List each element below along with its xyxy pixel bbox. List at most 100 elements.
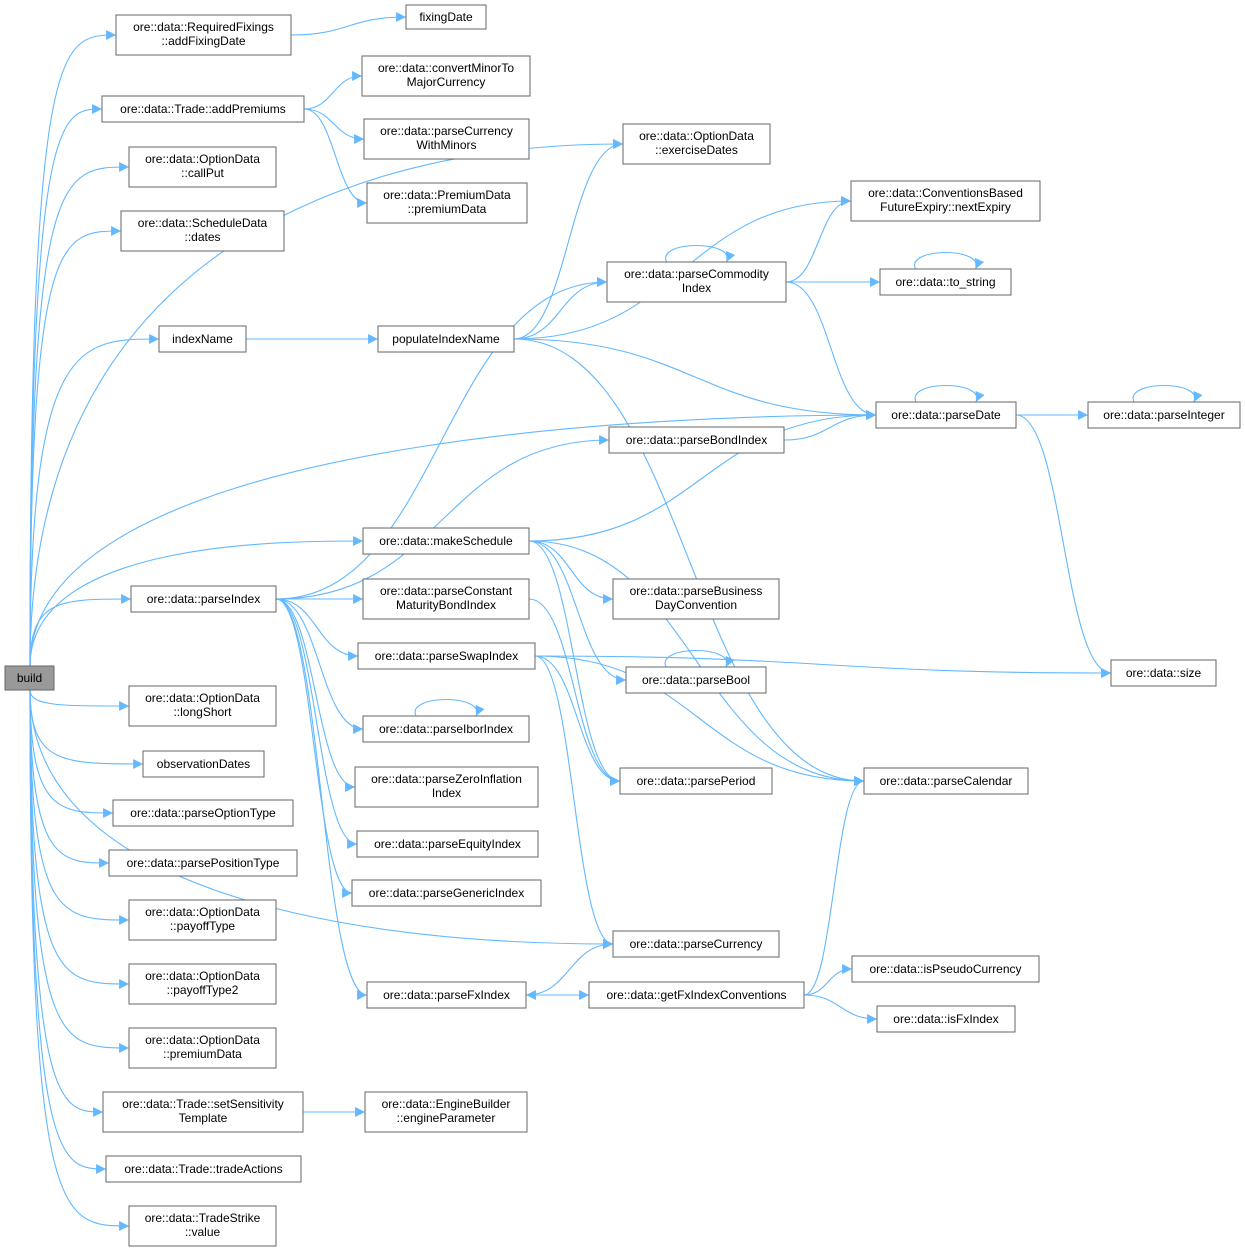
node-observation-dates[interactable]: observationDates: [142, 750, 265, 778]
node-label: Index: [682, 281, 711, 295]
node-parse-ibor-index[interactable]: ore::data::parseIborIndex: [362, 715, 530, 743]
edge-populate-index-name-to-parse-commodity-index: [513, 277, 608, 340]
edge-parse-cmbond-index-to-parse-period: [528, 598, 621, 786]
node-parse-period[interactable]: ore::data::parsePeriod: [619, 767, 773, 795]
node-parse-generic-index[interactable]: ore::data::parseGenericIndex: [351, 879, 542, 907]
node-next-expiry[interactable]: ore::data::ConventionsBasedFutureExpiry:…: [850, 180, 1041, 222]
node-parse-equity-index[interactable]: ore::data::parseEquityIndex: [356, 830, 539, 858]
node-label: ore::data::isPseudoCurrency: [869, 962, 1021, 976]
node-label: ::premiumData: [408, 202, 487, 216]
node-box: [875, 401, 1017, 429]
node-parse-date[interactable]: ore::data::parseDate: [875, 401, 1017, 429]
node-populate-index-name[interactable]: populateIndexName: [377, 325, 515, 353]
node-label: ore::data::parseOptionType: [130, 806, 276, 820]
node-parse-currency[interactable]: ore::data::parseCurrency: [612, 930, 780, 958]
node-label: ore::data::parseDate: [891, 408, 1001, 422]
edge-add-fixing-date-to-fixing-date: [290, 12, 407, 36]
node-is-pseudo-currency[interactable]: ore::data::isPseudoCurrency: [851, 955, 1040, 983]
node-premium-data-pd[interactable]: ore::data::PremiumData::premiumData: [366, 182, 528, 224]
node-box: [128, 963, 277, 1005]
node-parse-calendar[interactable]: ore::data::parseCalendar: [863, 767, 1029, 795]
node-long-short[interactable]: ore::data::OptionData::longShort: [128, 685, 277, 727]
edge-make-schedule-to-parse-date: [528, 410, 877, 542]
node-get-fx-index-conventions[interactable]: ore::data::getFxIndexConventions: [588, 981, 805, 1009]
node-box: [588, 981, 805, 1009]
node-make-schedule[interactable]: ore::data::makeSchedule: [362, 527, 530, 555]
node-parse-index[interactable]: ore::data::parseIndex: [130, 585, 277, 613]
edge-parse-commodity-index-to-parse-commodity-index: [665, 244, 736, 263]
edge-build-to-parse-index: [29, 594, 132, 667]
node-parse-bond-index[interactable]: ore::data::parseBondIndex: [608, 426, 785, 454]
node-label: ::callPut: [181, 166, 224, 180]
node-label: ore::data::parseCommodity: [624, 267, 769, 281]
nodes-layer: build ore::data::RequiredFixings::addFixi…: [4, 4, 1241, 1247]
node-box: [112, 799, 294, 827]
node-build[interactable]: build: [4, 665, 55, 691]
edges-layer: [29, 12, 1203, 1231]
node-parse-integer[interactable]: ore::data::parseInteger: [1087, 401, 1241, 429]
node-add-premiums[interactable]: ore::data::Trade::addPremiums: [101, 95, 305, 123]
edge-build-to-make-schedule: [29, 536, 364, 667]
node-exercise-dates[interactable]: ore::data::OptionData::exerciseDates: [622, 123, 771, 165]
node-label: ore::data::parseBondIndex: [626, 433, 767, 447]
node-trade-actions[interactable]: ore::data::Trade::tradeActions: [105, 1155, 302, 1183]
edge-parse-index-to-parse-generic-index: [275, 598, 353, 898]
node-label: ore::data::Trade::setSensitivity: [122, 1097, 284, 1111]
edge-get-fx-index-conventions-to-is-fx-index: [803, 994, 878, 1024]
node-trade-strike-value[interactable]: ore::data::TradeStrike::value: [128, 1205, 277, 1247]
node-payoff-type[interactable]: ore::data::OptionData::payoffType: [128, 899, 277, 941]
node-box: [405, 4, 487, 30]
edge-parse-date-to-size: [1015, 414, 1112, 678]
edge-build-to-add-premiums: [29, 104, 103, 667]
node-label: FutureExpiry::nextExpiry: [880, 200, 1011, 214]
node-box: [356, 830, 539, 858]
edge-parse-index-to-parse-zero-inflation: [275, 598, 356, 792]
node-box: [108, 849, 298, 877]
node-box: [619, 767, 773, 795]
node-label: ore::data::parseSwapIndex: [375, 649, 518, 663]
edge-make-schedule-to-parse-period: [528, 540, 621, 786]
node-premium-data-od[interactable]: ore::data::OptionData::premiumData: [128, 1027, 277, 1069]
node-index-name[interactable]: indexName: [158, 325, 247, 353]
node-box: [612, 578, 780, 620]
node-box: [366, 981, 527, 1009]
node-label: observationDates: [157, 757, 250, 771]
node-parse-option-type[interactable]: ore::data::parseOptionType: [112, 799, 294, 827]
node-parse-position-type[interactable]: ore::data::parsePositionType: [108, 849, 298, 877]
node-box: [351, 879, 542, 907]
node-fixing-date[interactable]: fixingDate: [405, 4, 487, 30]
edge-build-to-payoff-type: [29, 689, 130, 925]
node-add-fixing-date[interactable]: ore::data::RequiredFixings::addFixingDat…: [115, 14, 292, 56]
node-call-put[interactable]: ore::data::OptionData::callPut: [128, 146, 277, 188]
edge-build-to-schedule-dates: [29, 226, 122, 667]
node-is-fx-index[interactable]: ore::data::isFxIndex: [876, 1005, 1016, 1033]
node-size[interactable]: ore::data::size: [1110, 659, 1217, 687]
node-parse-swap-index[interactable]: ore::data::parseSwapIndex: [357, 642, 536, 670]
edge-parse-commodity-index-to-next-expiry: [785, 196, 852, 283]
edge-parse-commodity-index-to-parse-date: [785, 281, 877, 420]
node-box: [863, 767, 1029, 795]
edge-add-premiums-to-convert-minor: [303, 71, 363, 110]
node-parse-bool[interactable]: ore::data::parseBool: [625, 666, 767, 694]
node-payoff-type2[interactable]: ore::data::OptionData::payoffType2: [128, 963, 277, 1005]
node-parse-fx-index[interactable]: ore::data::parseFxIndex: [366, 981, 527, 1009]
node-to-string[interactable]: ore::data::to_string: [879, 268, 1012, 296]
edge-build-to-trade-actions: [29, 689, 107, 1174]
node-schedule-dates[interactable]: ore::data::ScheduleData::dates: [120, 210, 285, 252]
node-engine-parameter[interactable]: ore::data::EngineBuilder::engineParamete…: [364, 1091, 528, 1133]
node-box: [362, 527, 530, 555]
node-label: DayConvention: [655, 598, 737, 612]
node-label: ore::data::convertMinorTo: [378, 61, 514, 75]
node-parse-cmbond-index[interactable]: ore::data::parseConstantMaturityBondInde…: [362, 578, 530, 620]
node-box: [361, 55, 531, 97]
node-label: ::longShort: [173, 705, 232, 719]
edge-add-premiums-to-premium-data-pd: [303, 108, 368, 208]
edge-parse-index-to-parse-fx-index: [275, 598, 368, 1000]
